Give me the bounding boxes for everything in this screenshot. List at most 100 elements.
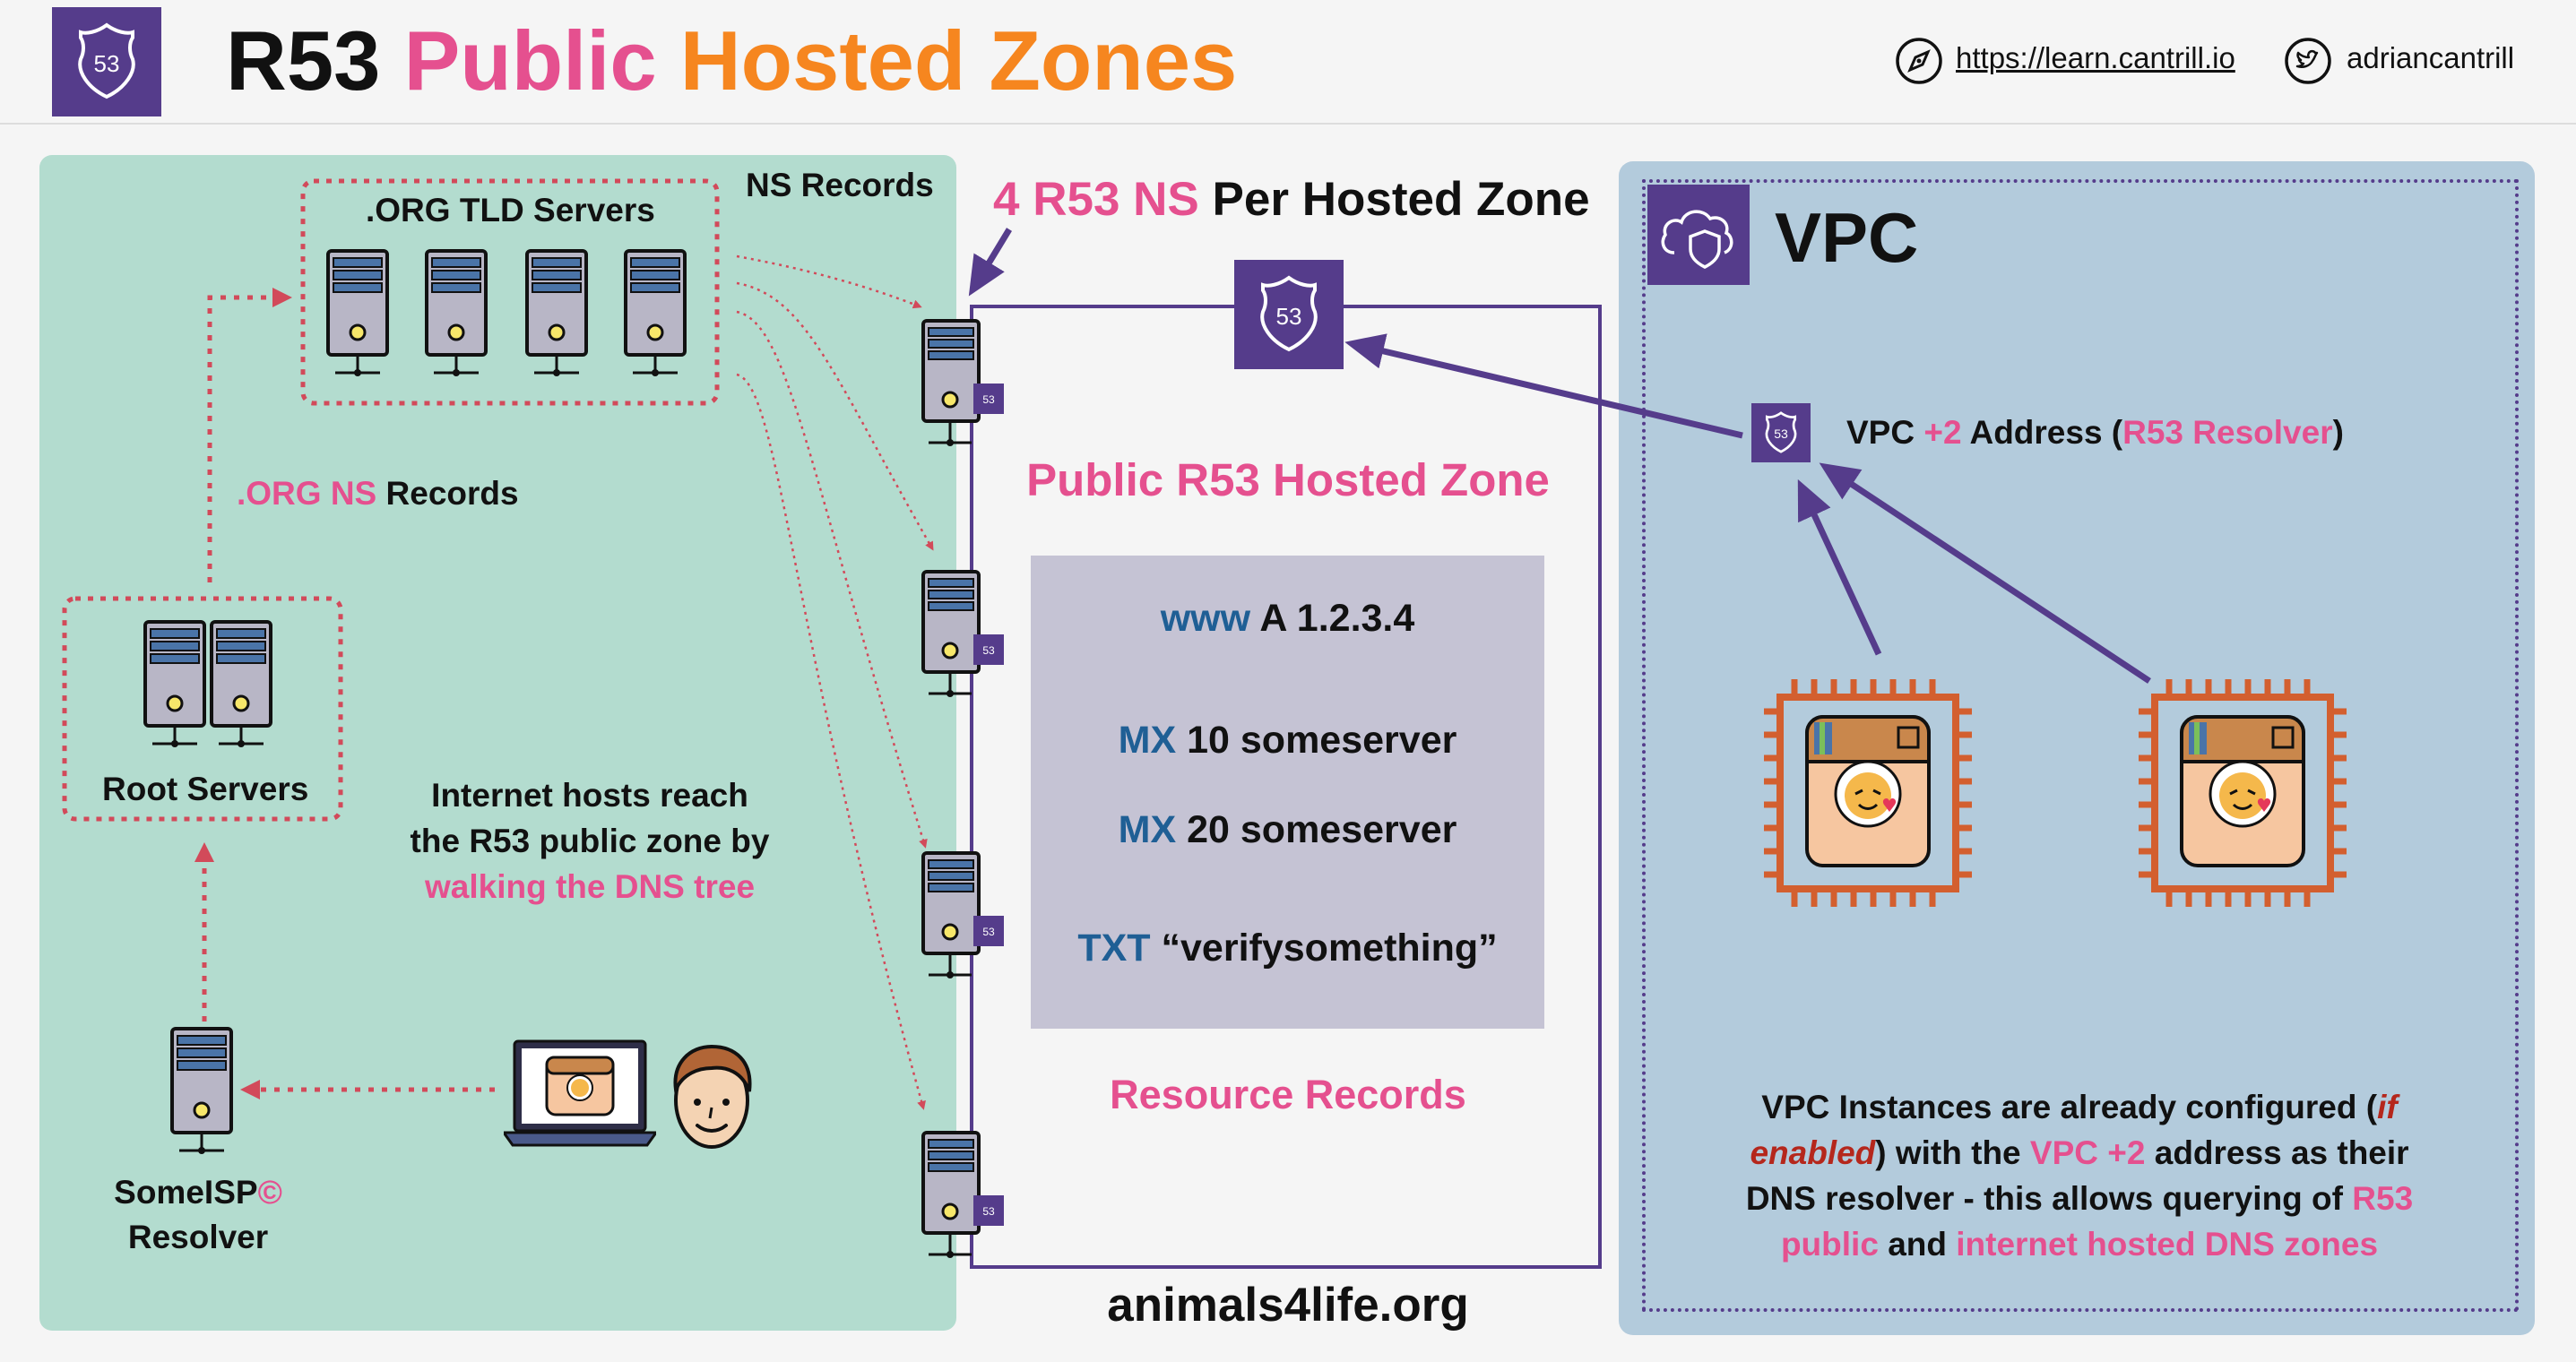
walk-dns-tree-text: Internet hosts reach the R53 public zone… [384,772,796,909]
person-icon [663,1036,760,1158]
resolver-mid: Address ( [1969,414,2123,451]
records-caption: Resource Records [1110,1072,1466,1117]
vpc-description: VPC Instances are already configured (if… [1649,1084,2510,1267]
walk-line-1: Internet hosts reach [431,777,748,814]
desc-part: ) with the [1875,1134,2021,1171]
svg-text:53: 53 [982,926,995,938]
hosted-zone-r53-icon: 53 [1234,260,1344,369]
resolver-label: SomeISP© Resolver [86,1170,310,1260]
learn-link[interactable]: https://learn.cantrill.io [1956,41,2235,74]
arrow-tld-ns-1 [736,254,922,309]
svg-text:53: 53 [982,1205,995,1218]
title-hosted-zones: Hosted Zones [679,13,1238,108]
resolver-copyright: © [257,1174,282,1211]
walk-line-3: walking the DNS tree [424,868,756,905]
arrow-instance2-to-resolver [1819,462,2151,684]
svg-text:53: 53 [94,50,120,77]
arrow-ns-count [968,228,1012,297]
desc-part: DNS resolver - this allows querying of [1745,1180,2343,1217]
record-row: MX 10 someserver [1031,719,1544,763]
desc-r53: R53 [2352,1180,2414,1217]
desc-vpc2: VPC +2 [2029,1134,2146,1171]
domain-label: animals4life.org [1107,1279,1469,1332]
records-panel [1031,556,1544,1029]
vpc-icon [1647,185,1750,285]
svg-text:53: 53 [1774,427,1788,441]
server-icon [523,247,592,382]
record-type: TXT [1077,927,1151,970]
org-ns-suffix: Records [385,475,519,512]
compass-icon [1894,36,1944,86]
walk-line-2: the R53 public zone by [410,823,770,859]
server-icon [423,247,491,382]
zone-title: Public R53 Hosted Zone [1026,454,1550,505]
resolver-r53-icon: 53 [1751,403,1811,462]
ns-count-suffix: Per Hosted Zone [1212,173,1590,226]
r53-ns-server-1: 53 [918,317,1007,452]
arrow-instance1-to-resolver [1797,478,1882,656]
desc-enabled: enabled [1750,1134,1876,1171]
title-r53: R53 [226,13,381,108]
record-row: TXT “verifysomething” [1031,927,1544,970]
vpc-panel [1619,161,2535,1335]
ns-count-label: 4 R53 NS Per Hosted Zone [993,172,1590,227]
server-icon [169,1025,237,1159]
arrow-root-to-tld [207,288,292,582]
record-type: www [1160,597,1251,640]
ns-count-prefix: 4 R53 NS [993,173,1199,226]
record-value: 10 someserver [1187,719,1457,762]
record-row: MX 20 someserver [1031,808,1544,852]
org-ns-records-label: .ORG NS Records [237,475,519,513]
resolver-vpc: VPC [1846,414,1915,451]
arrow-tld-ns-2 [736,281,934,551]
header-divider [0,123,2576,125]
desc-part: address as their [2154,1134,2409,1171]
resolver-end: ) [2332,414,2344,451]
cloud-shield-icon [1661,210,1733,269]
server-icon [324,247,393,382]
desc-if: if [2377,1089,2398,1125]
page-title: R53 Public Hosted Zones [226,13,1237,109]
resolver-plus2: +2 [1923,414,1962,451]
shield-53-icon: 53 [78,22,135,99]
resolver-line-1: SomeISP [114,1174,258,1211]
org-ns-prefix: .ORG NS [237,475,377,512]
ec2-instance-icon [1759,672,1977,914]
desc-internet: internet hosted DNS zones [1956,1226,2379,1263]
server-icon [142,618,210,753]
root-servers-label: Root Servers [102,771,309,807]
title-public: Public [403,13,657,108]
resolver-line-2: Resolver [127,1219,269,1255]
record-value: 20 someserver [1187,808,1457,851]
svg-text:53: 53 [1276,303,1302,330]
ec2-instance-icon [2133,672,2352,914]
root-group-border [62,596,343,822]
vpc-title: VPC [1775,198,1919,277]
arrow-tld-ns-4 [736,373,926,1110]
record-row: www A 1.2.3.4 [1031,597,1544,641]
desc-part: VPC Instances are already configured ( [1761,1089,2378,1125]
shield-53-icon: 53 [1765,411,1797,453]
r53-ns-server-4: 53 [918,1129,1007,1263]
desc-public: public [1780,1226,1879,1263]
shield-53-icon: 53 [1260,275,1318,352]
r53-ns-server-2: 53 [918,568,1007,703]
desc-part: and [1888,1226,1947,1263]
record-type: MX [1118,808,1177,851]
server-icon [622,247,690,382]
server-icon [208,618,276,753]
twitter-handle[interactable]: adriancantrill [2347,41,2515,74]
ns-records-label: NS Records [746,167,934,203]
org-tld-label: .ORG TLD Servers [366,192,655,228]
laptop-icon [501,1038,659,1149]
record-value: A 1.2.3.4 [1259,597,1415,640]
vpc-dotted-border [1642,179,2519,1312]
svg-text:53: 53 [982,644,995,657]
twitter-icon [2283,36,2333,86]
arrow-resolver-to-zone [1344,333,1743,439]
vpc-resolver-label: VPC +2 Address (R53 Resolver) [1846,414,2344,452]
r53-ns-server-3: 53 [918,849,1007,984]
arrow-tld-ns-3 [736,310,928,849]
r53-logo: 53 [52,7,161,116]
